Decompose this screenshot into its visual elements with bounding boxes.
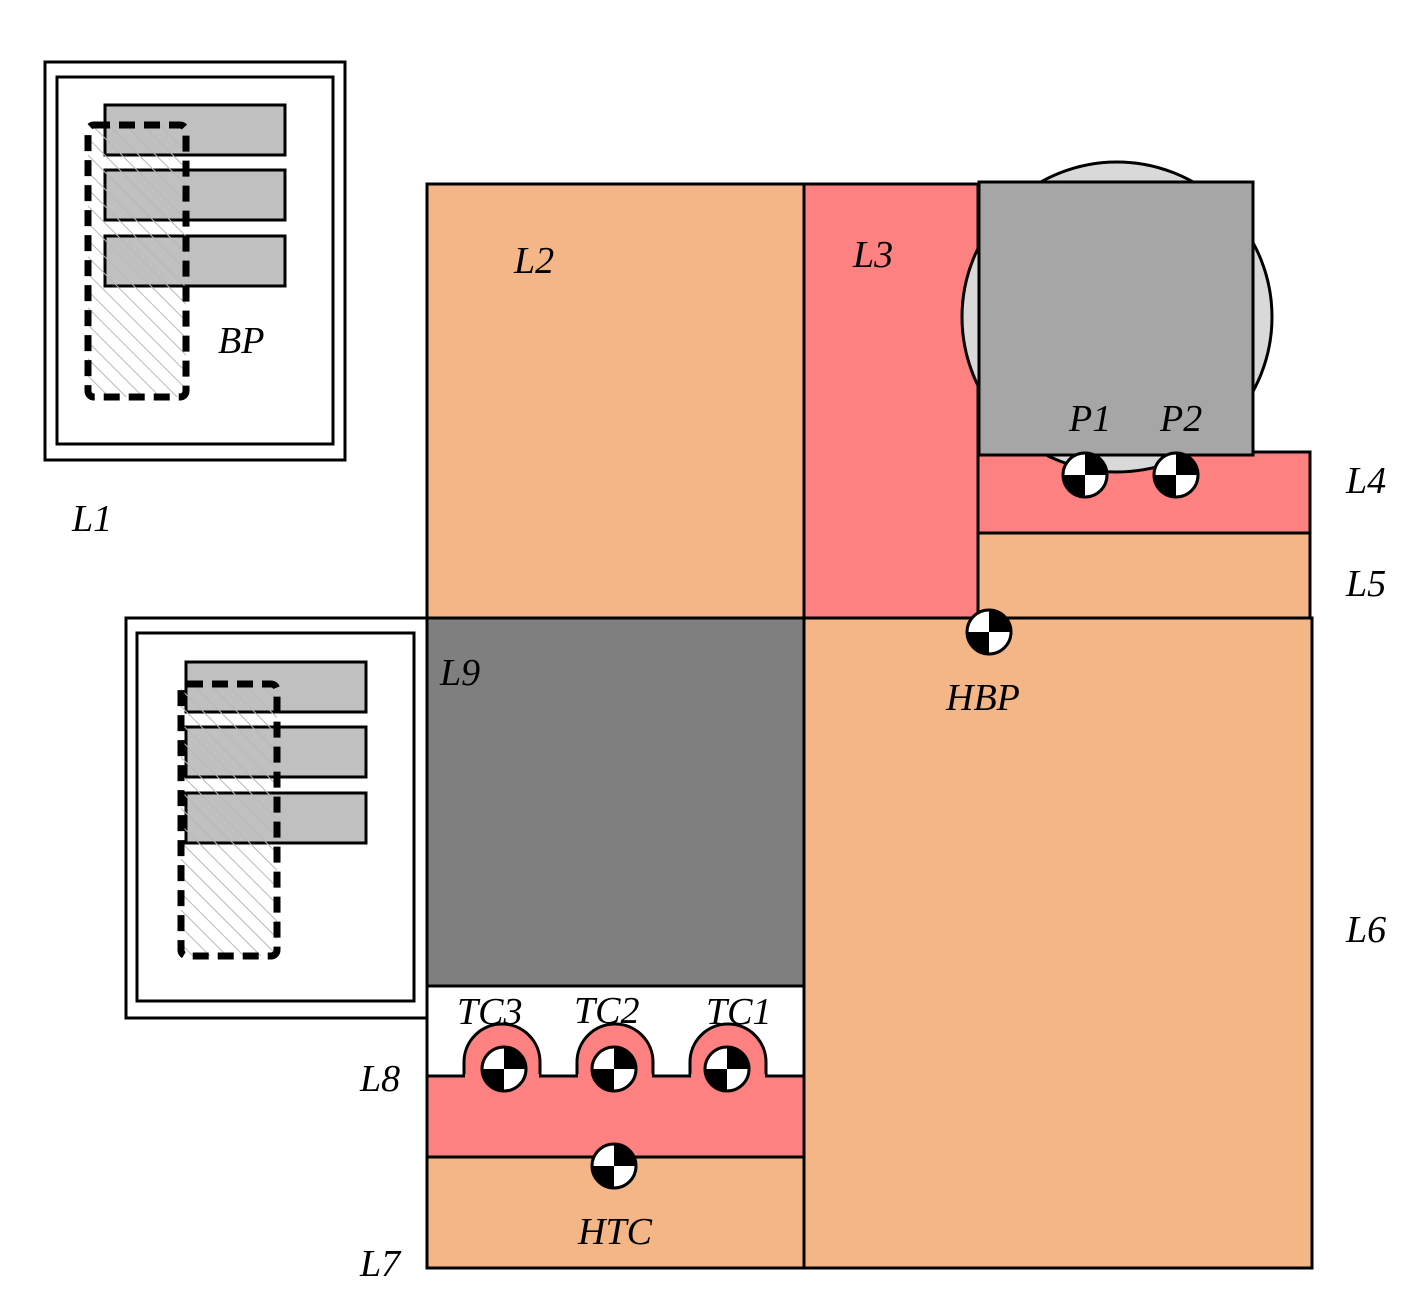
label-p2: P2 [1159,398,1202,440]
htc-center-of-mass-icon [590,1142,638,1190]
tc3-center-of-mass-icon [480,1045,528,1093]
label-tc3: TC3 [457,991,522,1033]
block-l2 [425,182,806,620]
label-l2: L2 [513,240,554,282]
p1-center-of-mass-icon [1061,451,1109,499]
label-l9: L9 [439,652,480,694]
side-dashed-region [177,680,281,960]
l1-panel [43,60,347,462]
label-tc2: TC2 [574,990,639,1032]
label-p1: P1 [1068,398,1111,440]
label-l4: L4 [1345,460,1386,502]
label-l1: L1 [71,498,112,540]
hbp-center-of-mass-icon [965,608,1013,656]
label-l6: L6 [1345,909,1386,951]
label-l5: L5 [1345,563,1386,605]
label-bp: BP [218,320,264,362]
block-l5 [976,531,1312,620]
label-htc: HTC [577,1211,653,1253]
side-panel [124,616,429,1020]
block-l6 [802,616,1314,1270]
label-l8: L8 [359,1058,400,1100]
label-l7: L7 [359,1243,402,1285]
label-l3: L3 [852,234,893,276]
block-l9 [425,616,806,988]
l1-dashed-region [84,121,190,401]
p2-center-of-mass-icon [1152,451,1200,499]
gray-square [977,180,1255,457]
label-hbp: HBP [945,677,1020,719]
tc1-center-of-mass-icon [703,1045,751,1093]
tc2-center-of-mass-icon [590,1045,638,1093]
label-tc1: TC1 [706,991,771,1033]
block-l3 [802,182,980,620]
